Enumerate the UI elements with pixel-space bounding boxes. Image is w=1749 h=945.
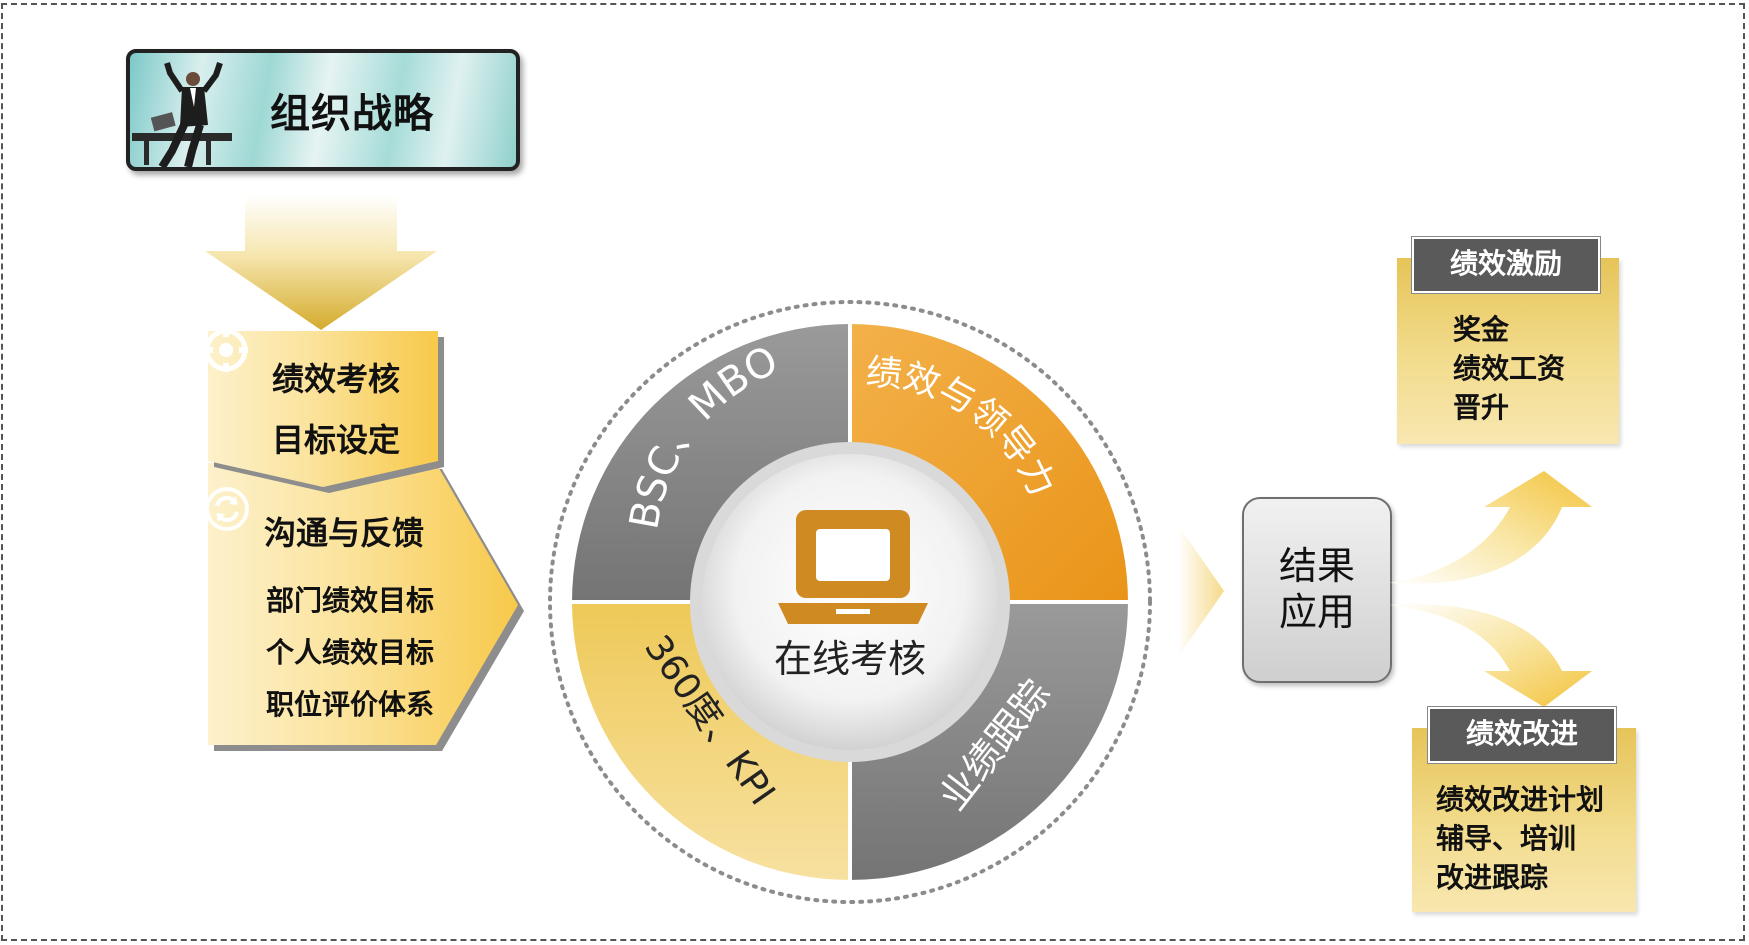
wheel-center-label: 在线考核 [774,637,926,681]
diagram-frame [1,3,1745,941]
branch-arrows [1390,471,1592,707]
wheel-center-disc [702,454,998,750]
down-arrow-icon [205,195,437,330]
wheel-dotted-ring [548,300,1152,904]
refresh-icon [205,487,249,531]
curved-down-arrow-icon [1390,604,1592,707]
stage2-item-1: 部门绩效目标 [266,584,435,617]
stage1-line-2: 目标设定 [272,421,401,459]
improvement-title: 绩效改进 [1428,707,1616,763]
gear-icon [204,328,248,372]
improvement-item-3: 改进跟踪 [1436,861,1549,894]
improvement-items: 绩效改进计划 辅导、培训 改进跟踪 [1436,780,1604,897]
result-application-box: 结果 应用 [1242,497,1392,683]
stage1-line-1: 绩效考核 [272,360,401,398]
laptop-icon [778,510,928,624]
process-chevron-shapes [208,331,524,751]
result-line-2: 应用 [1278,590,1355,634]
stage2-item-2: 个人绩效目标 [266,636,435,669]
businessman-figure-icon [132,62,232,167]
incentive-item-1: 奖金 [1453,313,1510,346]
online-appraisal-wheel: 在线考核 BSC、MBO 绩效与领导力 业绩跟踪 360度、KPI [548,300,1152,904]
improvement-item-2: 辅导、培训 [1436,822,1577,855]
stage2-title: 沟通与反馈 [264,514,425,552]
strategy-title: 组织战略 [270,91,434,137]
curved-up-arrow-icon [1390,471,1592,584]
right-arrow-icon [1178,525,1224,657]
incentive-title: 绩效激励 [1412,237,1600,293]
result-line-1: 结果 [1278,544,1355,588]
strategy-banner: 组织战略 [126,49,520,171]
improvement-item-1: 绩效改进计划 [1436,783,1605,816]
stage2-item-3: 职位评价体系 [266,688,435,721]
incentive-item-3: 晋升 [1453,391,1510,424]
incentive-item-2: 绩效工资 [1453,352,1566,385]
incentive-items: 奖金 绩效工资 晋升 [1453,310,1565,427]
